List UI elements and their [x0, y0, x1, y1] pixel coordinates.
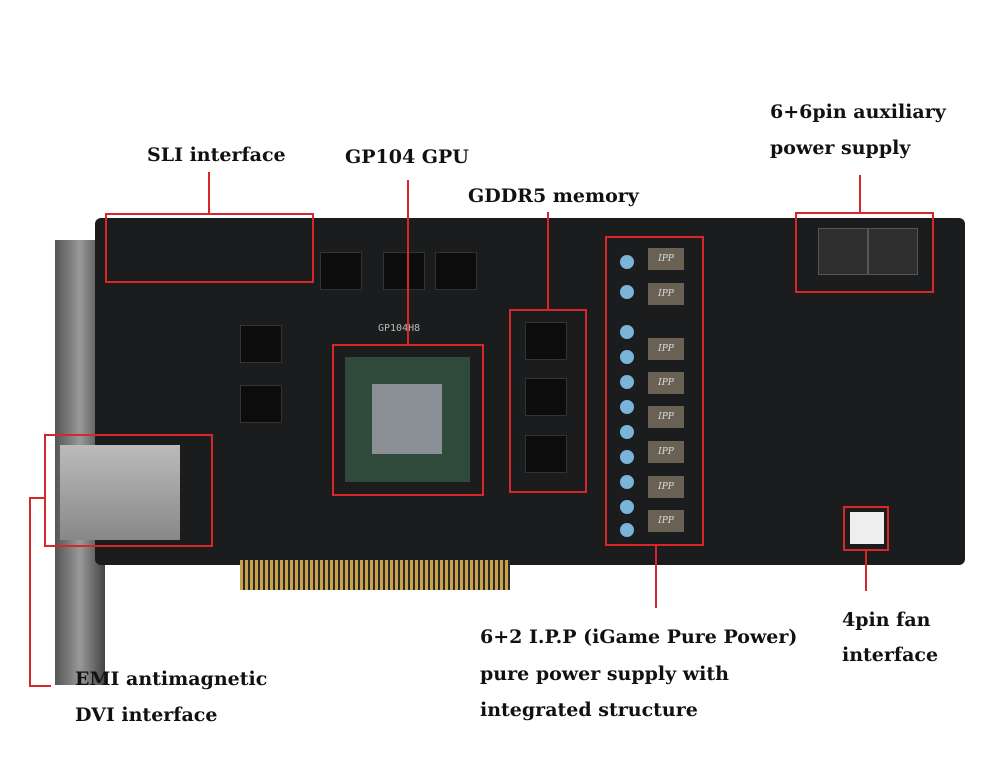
fan-leader-line	[865, 551, 867, 591]
memory-chip	[525, 378, 567, 416]
dvi-highlight-box	[44, 434, 213, 547]
sli-highlight-box	[105, 213, 314, 283]
dvi-label-1: EMI antimagnetic	[75, 668, 268, 690]
ipp-choke: IPP	[648, 338, 684, 360]
capacitor	[620, 500, 634, 514]
power-highlight-box	[795, 212, 934, 293]
capacitor	[620, 475, 634, 489]
memory-chip	[240, 385, 282, 423]
capacitor	[620, 375, 634, 389]
capacitor	[620, 350, 634, 364]
capacitor	[620, 450, 634, 464]
aux-power-label-1: 6+6pin auxiliary	[770, 101, 946, 123]
ipp-choke: IPP	[648, 441, 684, 463]
gpu-highlight-box	[332, 344, 484, 496]
fan-label-2: interface	[842, 644, 939, 666]
fan-highlight-box	[843, 506, 889, 551]
memory-chip	[525, 435, 567, 473]
dvi-shield	[60, 445, 180, 540]
ipp-choke: IPP	[648, 283, 684, 305]
power-leader-line	[859, 175, 861, 212]
capacitor	[620, 325, 634, 339]
pcie-connector	[240, 560, 510, 590]
ipp-choke: IPP	[648, 510, 684, 532]
memory-chip	[240, 325, 282, 363]
capacitor	[620, 285, 634, 299]
sli-label: SLI interface	[147, 144, 286, 166]
ipp-label-1: 6+2 I.P.P (iGame Pure Power)	[480, 626, 798, 648]
ipp-label-2: pure power supply with	[480, 663, 729, 685]
dvi-leader-line	[29, 497, 44, 499]
ipp-label-3: integrated structure	[480, 699, 698, 721]
aux-power-label-2: power supply	[770, 137, 911, 159]
gpu-leader-line	[407, 180, 409, 344]
fan-connector	[850, 512, 884, 544]
power-connector	[868, 228, 918, 275]
memory-chip	[435, 252, 477, 290]
capacitor	[620, 400, 634, 414]
dvi-label-2: DVI interface	[75, 704, 218, 726]
fan-label-1: 4pin fan	[842, 609, 931, 631]
gpu-die	[372, 384, 442, 454]
dvi-leader-line	[29, 497, 31, 687]
memory-chip	[383, 252, 425, 290]
ipp-choke: IPP	[648, 372, 684, 394]
ipp-choke: IPP	[648, 476, 684, 498]
sli-leader-line	[208, 172, 210, 213]
gpu-label: GP104 GPU	[345, 146, 469, 168]
memory-chip	[525, 322, 567, 360]
capacitor	[620, 255, 634, 269]
ipp-choke: IPP	[648, 248, 684, 270]
memory-chip	[320, 252, 362, 290]
capacitor	[620, 523, 634, 537]
power-connector	[818, 228, 868, 275]
memory-highlight-box	[509, 309, 587, 493]
memory-leader-line	[547, 212, 549, 309]
ipp-highlight-box	[605, 236, 704, 546]
board-silkscreen: GP104H8	[378, 323, 421, 334]
ipp-leader-line	[655, 546, 657, 608]
dvi-leader-line	[29, 685, 51, 687]
ipp-choke: IPP	[648, 406, 684, 428]
memory-label: GDDR5 memory	[468, 185, 639, 207]
capacitor	[620, 425, 634, 439]
